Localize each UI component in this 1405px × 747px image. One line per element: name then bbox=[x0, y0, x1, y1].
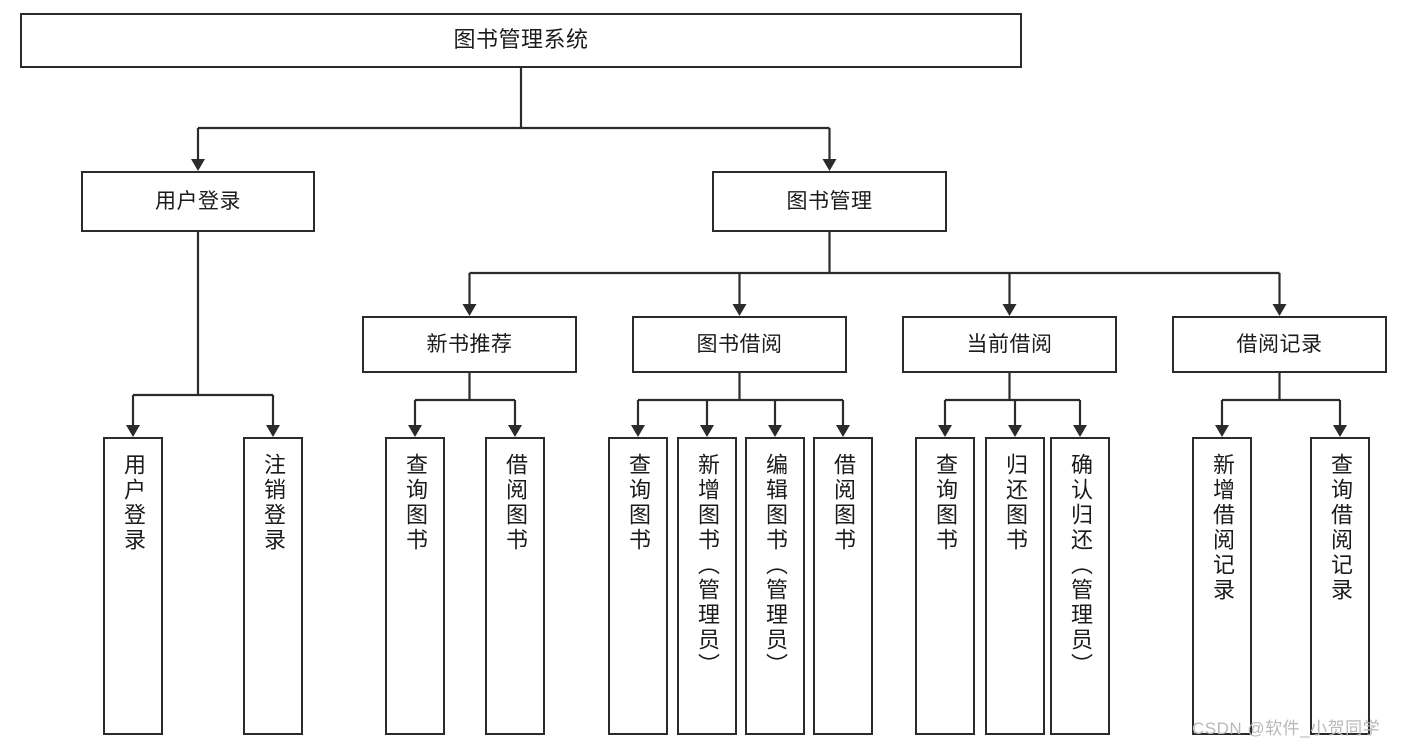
node-l3-borrow-record[interactable]: 借阅记录 bbox=[1172, 316, 1387, 373]
node-label-leaf-add-book: 新增图书（管理员） bbox=[695, 453, 720, 678]
node-label-leaf-query-record: 查询借阅记录 bbox=[1328, 453, 1353, 603]
node-leaf-borrow-book-1[interactable]: 借阅图书 bbox=[485, 437, 545, 735]
node-l3-book-borrow[interactable]: 图书借阅 bbox=[632, 316, 847, 373]
arrowhead-leaf-logout bbox=[266, 425, 280, 437]
arrowhead-leaf-query-book-1 bbox=[408, 425, 422, 437]
node-label-leaf-borrow-book-2: 借阅图书 bbox=[831, 453, 856, 553]
node-label-leaf-user-login: 用户登录 bbox=[121, 453, 146, 553]
arrowhead-leaf-edit-book bbox=[768, 425, 782, 437]
node-leaf-return-book[interactable]: 归还图书 bbox=[985, 437, 1045, 735]
arrowhead-leaf-return-book bbox=[1008, 425, 1022, 437]
arrowhead-l2-user-login bbox=[191, 159, 205, 171]
node-leaf-add-record[interactable]: 新增借阅记录 bbox=[1192, 437, 1252, 735]
node-label-leaf-confirm-return: 确认归还（管理员） bbox=[1068, 453, 1093, 678]
arrowhead-l2-book-manage bbox=[822, 159, 837, 171]
arrowhead-l3-borrow-record bbox=[1272, 304, 1287, 316]
arrowhead-leaf-query-record bbox=[1333, 425, 1347, 437]
arrowhead-l3-new-book-rec bbox=[462, 304, 477, 316]
node-label-leaf-query-book-3: 查询图书 bbox=[933, 453, 958, 553]
node-l2-book-manage[interactable]: 图书管理 bbox=[712, 171, 947, 232]
node-label-leaf-query-book-2: 查询图书 bbox=[626, 453, 651, 553]
node-label-leaf-add-record: 新增借阅记录 bbox=[1210, 453, 1235, 603]
node-label-leaf-logout: 注销登录 bbox=[261, 453, 286, 553]
arrowhead-l3-current-borrow bbox=[1002, 304, 1017, 316]
node-label-leaf-query-book-1: 查询图书 bbox=[403, 453, 428, 553]
node-label-l2-book-manage: 图书管理 bbox=[786, 189, 873, 213]
arrowhead-leaf-confirm-return bbox=[1073, 425, 1087, 437]
node-leaf-confirm-return[interactable]: 确认归还（管理员） bbox=[1050, 437, 1110, 735]
node-label-l3-book-borrow: 图书借阅 bbox=[696, 332, 783, 356]
node-label-l3-borrow-record: 借阅记录 bbox=[1236, 332, 1323, 356]
node-leaf-logout[interactable]: 注销登录 bbox=[243, 437, 303, 735]
node-leaf-query-book-1[interactable]: 查询图书 bbox=[385, 437, 445, 735]
node-l3-new-book-rec[interactable]: 新书推荐 bbox=[362, 316, 577, 373]
node-leaf-borrow-book-2[interactable]: 借阅图书 bbox=[813, 437, 873, 735]
node-label-root: 图书管理系统 bbox=[453, 27, 589, 53]
node-label-l3-new-book-rec: 新书推荐 bbox=[426, 332, 513, 356]
node-label-leaf-return-book: 归还图书 bbox=[1003, 453, 1028, 553]
node-leaf-edit-book[interactable]: 编辑图书（管理员） bbox=[745, 437, 805, 735]
node-label-l2-user-login: 用户登录 bbox=[155, 189, 241, 213]
arrowhead-leaf-add-book bbox=[700, 425, 714, 437]
watermark-label: CSDN @软件_小贺同学 bbox=[1192, 719, 1381, 738]
arrowhead-leaf-user-login bbox=[126, 425, 140, 437]
node-leaf-query-book-3[interactable]: 查询图书 bbox=[915, 437, 975, 735]
arrowhead-leaf-query-book-2 bbox=[631, 425, 645, 437]
arrowhead-leaf-add-record bbox=[1215, 425, 1229, 437]
arrowhead-leaf-query-book-3 bbox=[938, 425, 952, 437]
node-leaf-query-record[interactable]: 查询借阅记录 bbox=[1310, 437, 1370, 735]
node-leaf-query-book-2[interactable]: 查询图书 bbox=[608, 437, 668, 735]
node-label-l3-current-borrow: 当前借阅 bbox=[966, 332, 1053, 356]
node-leaf-user-login[interactable]: 用户登录 bbox=[103, 437, 163, 735]
node-root[interactable]: 图书管理系统 bbox=[20, 13, 1022, 68]
arrowhead-l3-book-borrow bbox=[732, 304, 747, 316]
node-l3-current-borrow[interactable]: 当前借阅 bbox=[902, 316, 1117, 373]
node-leaf-add-book[interactable]: 新增图书（管理员） bbox=[677, 437, 737, 735]
arrowhead-leaf-borrow-book-1 bbox=[508, 425, 522, 437]
node-l2-user-login[interactable]: 用户登录 bbox=[81, 171, 315, 232]
node-label-leaf-edit-book: 编辑图书（管理员） bbox=[763, 453, 788, 678]
node-label-leaf-borrow-book-1: 借阅图书 bbox=[503, 453, 528, 553]
arrowhead-leaf-borrow-book-2 bbox=[836, 425, 850, 437]
